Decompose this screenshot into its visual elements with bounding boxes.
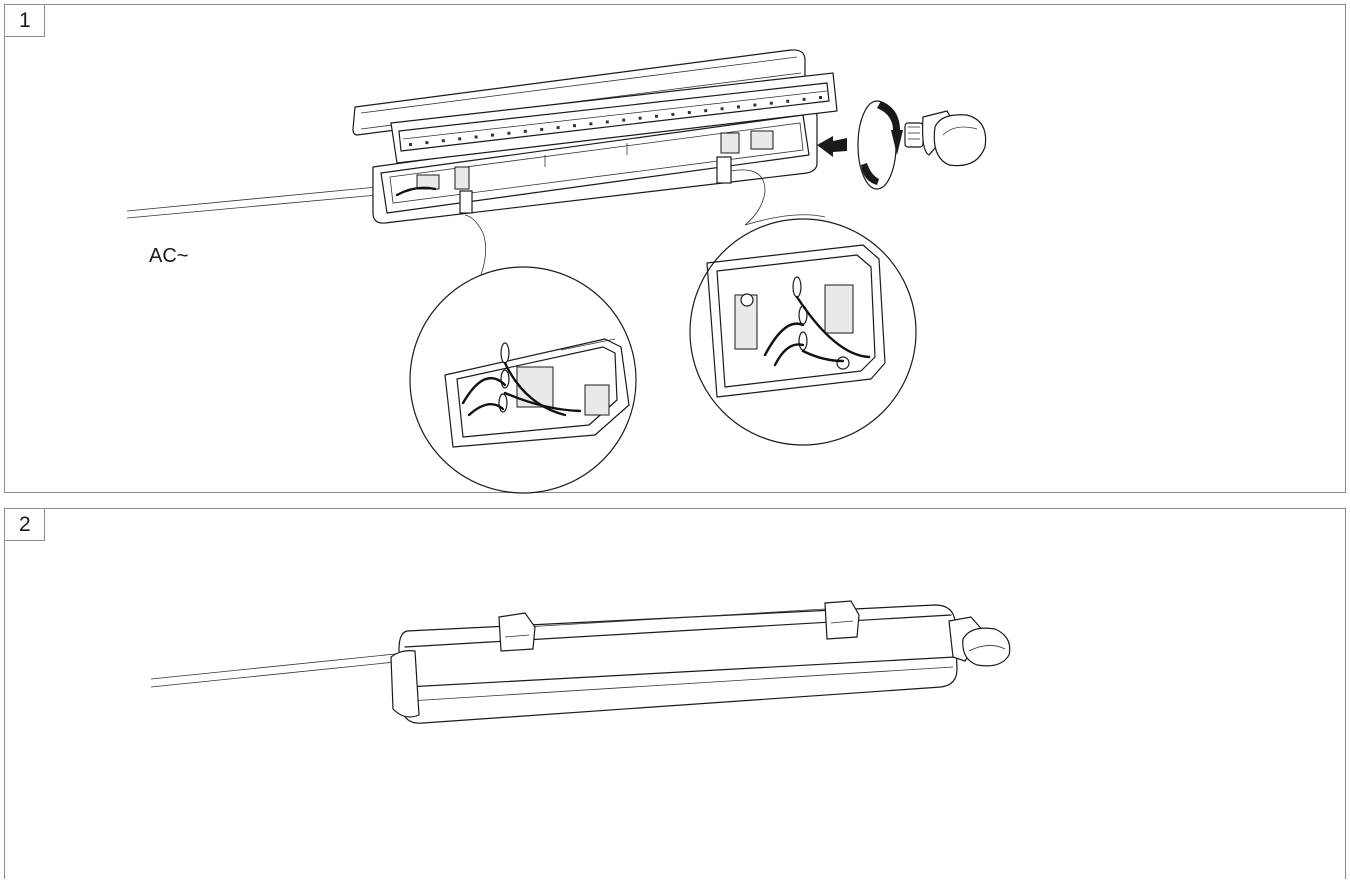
led-dot: [786, 99, 790, 103]
led-dot: [507, 131, 511, 135]
sensor-module: [948, 616, 1011, 667]
led-dot: [491, 133, 494, 137]
led-row: [409, 96, 822, 146]
led-dot: [638, 116, 642, 120]
led-dot: [671, 112, 675, 116]
led-dot: [474, 135, 478, 139]
step-2-illustration: [150, 600, 1011, 724]
led-dot: [441, 139, 445, 143]
led-dot: [819, 96, 822, 99]
led-dot: [622, 118, 626, 122]
led-dot: [589, 122, 593, 126]
step-number: 2: [4, 508, 45, 541]
lamp-housing: [372, 106, 818, 224]
led-dot: [655, 114, 658, 118]
led-dot: [556, 126, 560, 130]
led-dot: [802, 97, 806, 101]
sensor-module: [904, 110, 987, 167]
step-number: 1: [4, 4, 45, 37]
led-dot: [425, 141, 429, 145]
led-tray: [390, 72, 838, 164]
assembled-lamp: [390, 600, 958, 724]
leader-line: [730, 169, 826, 226]
led-dot: [704, 109, 708, 113]
clip: [716, 156, 732, 184]
led-dot: [687, 111, 691, 115]
detail-circle-left: [409, 266, 637, 494]
step-1-illustration: [126, 49, 987, 494]
led-dot: [605, 120, 609, 124]
led-dot: [753, 103, 757, 107]
led-dot: [409, 143, 412, 146]
arrow-left-icon: [817, 136, 847, 157]
step-2-panel: 2: [4, 508, 1346, 879]
detail-circle-right: [689, 218, 917, 446]
led-dot: [769, 101, 773, 105]
led-dot: [540, 127, 544, 131]
led-dot: [720, 107, 724, 111]
step-1-panel: 1 AC~: [4, 4, 1346, 494]
led-dot: [458, 137, 462, 141]
ac-supply-label: AC~: [149, 245, 189, 267]
clip: [459, 190, 473, 214]
power-cable: [150, 652, 406, 688]
power-cable: [126, 186, 378, 219]
rotate-arrow-icon: [857, 100, 903, 190]
led-dot: [573, 124, 576, 128]
led-dot: [737, 105, 740, 109]
led-dot: [523, 129, 527, 133]
